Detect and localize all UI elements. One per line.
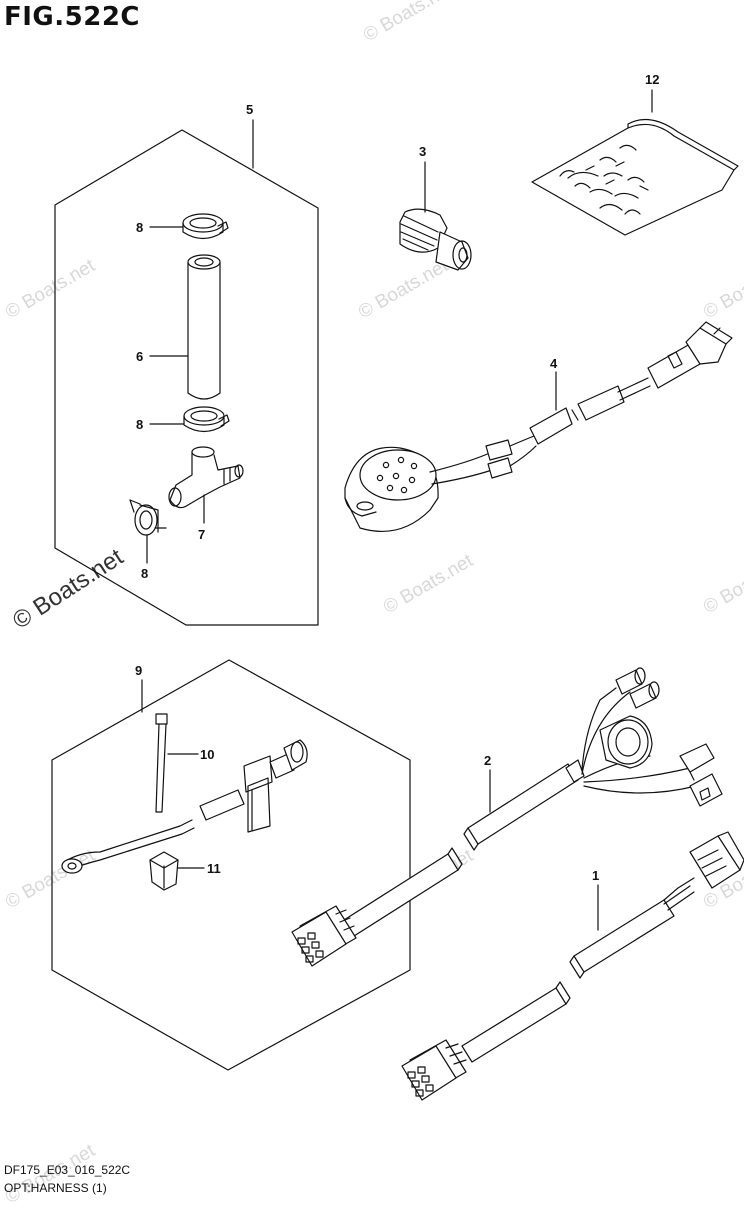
callout-10: 10	[200, 747, 214, 762]
part-8-clamp-middle	[183, 406, 230, 433]
callout-11: 11	[207, 861, 221, 876]
part-8-clamp-lower	[129, 499, 167, 536]
callout-4: 4	[550, 356, 558, 371]
kit-9-outline	[51, 659, 411, 1071]
figure-caption: OPT:HARNESS (1)	[4, 1181, 107, 1195]
callout-8-top: 8	[136, 220, 143, 235]
figure-title: FIG.522C	[4, 2, 141, 32]
callout-5: 5	[246, 102, 253, 117]
part-11-fuse	[149, 851, 179, 891]
callout-7: 7	[198, 527, 205, 542]
figure-code: DF175_E03_016_522C	[4, 1163, 131, 1177]
part-12-grease-bag	[531, 118, 739, 236]
part-8-clamp-top	[182, 213, 229, 240]
part-7-t-joint	[168, 446, 244, 509]
part-1-harness	[401, 831, 744, 1101]
part-6-hose	[187, 254, 221, 400]
part-4-buzzer-harness	[344, 321, 733, 532]
part-3-fitting	[399, 208, 472, 271]
callout-8-lower: 8	[141, 566, 148, 581]
callout-6: 6	[136, 349, 143, 364]
callout-8-middle: 8	[136, 417, 143, 432]
part-10-cable-tie	[155, 713, 168, 813]
callout-2: 2	[484, 753, 491, 768]
kit-5-outline	[54, 129, 319, 626]
callout-1: 1	[592, 868, 599, 883]
part-9-fuse-holder-harness	[61, 739, 308, 874]
callout-3: 3	[419, 144, 426, 159]
part-2-harness	[291, 667, 723, 967]
callout-9: 9	[135, 663, 142, 678]
callout-12: 12	[645, 72, 659, 87]
